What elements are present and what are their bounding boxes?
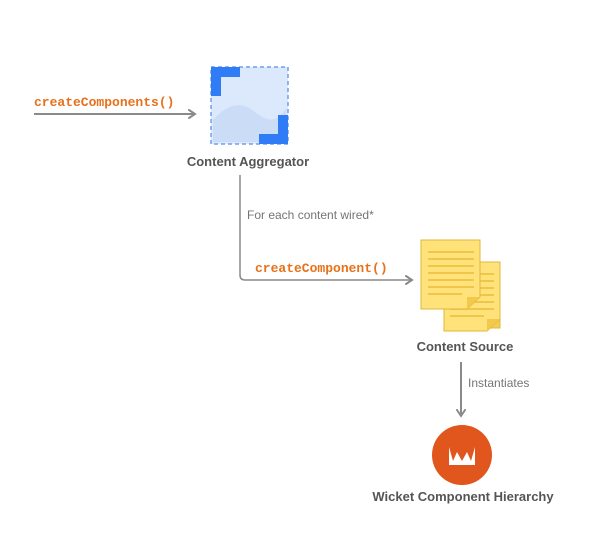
documents-icon [420,239,501,332]
create-components-method: createComponents() [34,95,175,110]
wicket-logo-icon [432,425,492,485]
instantiates-note: Instantiates [468,376,530,390]
content-source-label: Content Source [416,339,514,354]
aggregator-icon [210,66,289,145]
wicket-hierarchy-label: Wicket Component Hierarchy [372,489,554,504]
content-aggregator-label: Content Aggregator [186,154,310,169]
loop-connector [239,175,414,285]
create-component-method: createComponent() [255,261,388,276]
loop-note: For each content wired* [247,208,374,222]
